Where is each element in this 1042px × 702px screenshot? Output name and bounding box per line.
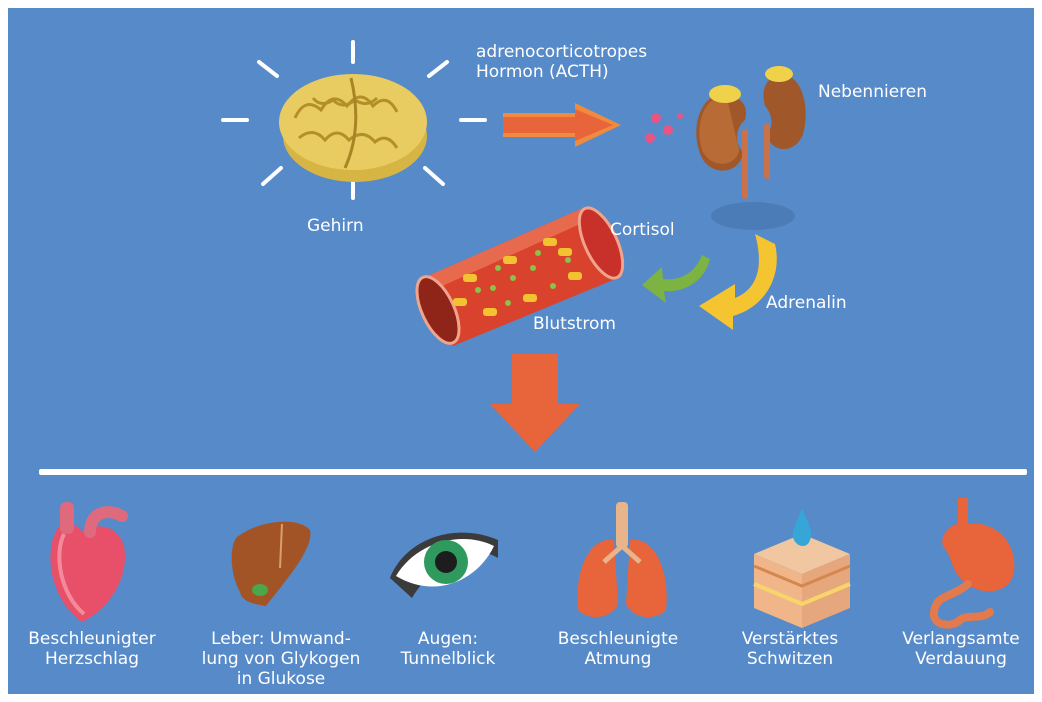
effect-label-heart: Beschleunigter Herzschlag <box>12 629 172 669</box>
heart-icon <box>38 498 138 628</box>
effect-label-sweat: Verstärktes Schwitzen <box>720 629 860 669</box>
diagram-canvas: Gehirn adrenocorticotropes Hormon (ACTH)… <box>8 8 1034 694</box>
lungs-icon <box>568 500 678 630</box>
eye-icon <box>386 518 506 613</box>
skin-sweat-icon <box>746 504 856 632</box>
divider-line <box>39 469 1027 475</box>
stomach-icon <box>922 494 1032 634</box>
adrenalin-label: Adrenalin <box>766 293 847 313</box>
adrenal-kidneys-icon <box>683 56 813 236</box>
down-arrow-icon <box>490 354 580 454</box>
blood-label: Blutstrom <box>533 314 616 334</box>
adrenalin-arrow-icon <box>693 230 783 335</box>
adrenal-label: Nebennieren <box>818 82 927 102</box>
hormone-label: adrenocorticotropes Hormon (ACTH) <box>476 42 647 82</box>
effect-label-digestion: Verlangsamte Verdauung <box>888 629 1034 669</box>
effect-label-liver: Leber: Umwand- lung von Glykogen in Gluk… <box>186 629 376 689</box>
brain-icon <box>213 38 503 218</box>
acth-arrow-icon <box>503 103 628 148</box>
liver-icon <box>218 508 318 618</box>
effect-label-eyes: Augen: Tunnelblick <box>388 629 508 669</box>
hormone-particles-icon <box>638 108 688 153</box>
brain-label: Gehirn <box>307 216 364 236</box>
effect-label-lungs: Beschleunigte Atmung <box>538 629 698 669</box>
cortisol-label: Cortisol <box>610 220 675 240</box>
